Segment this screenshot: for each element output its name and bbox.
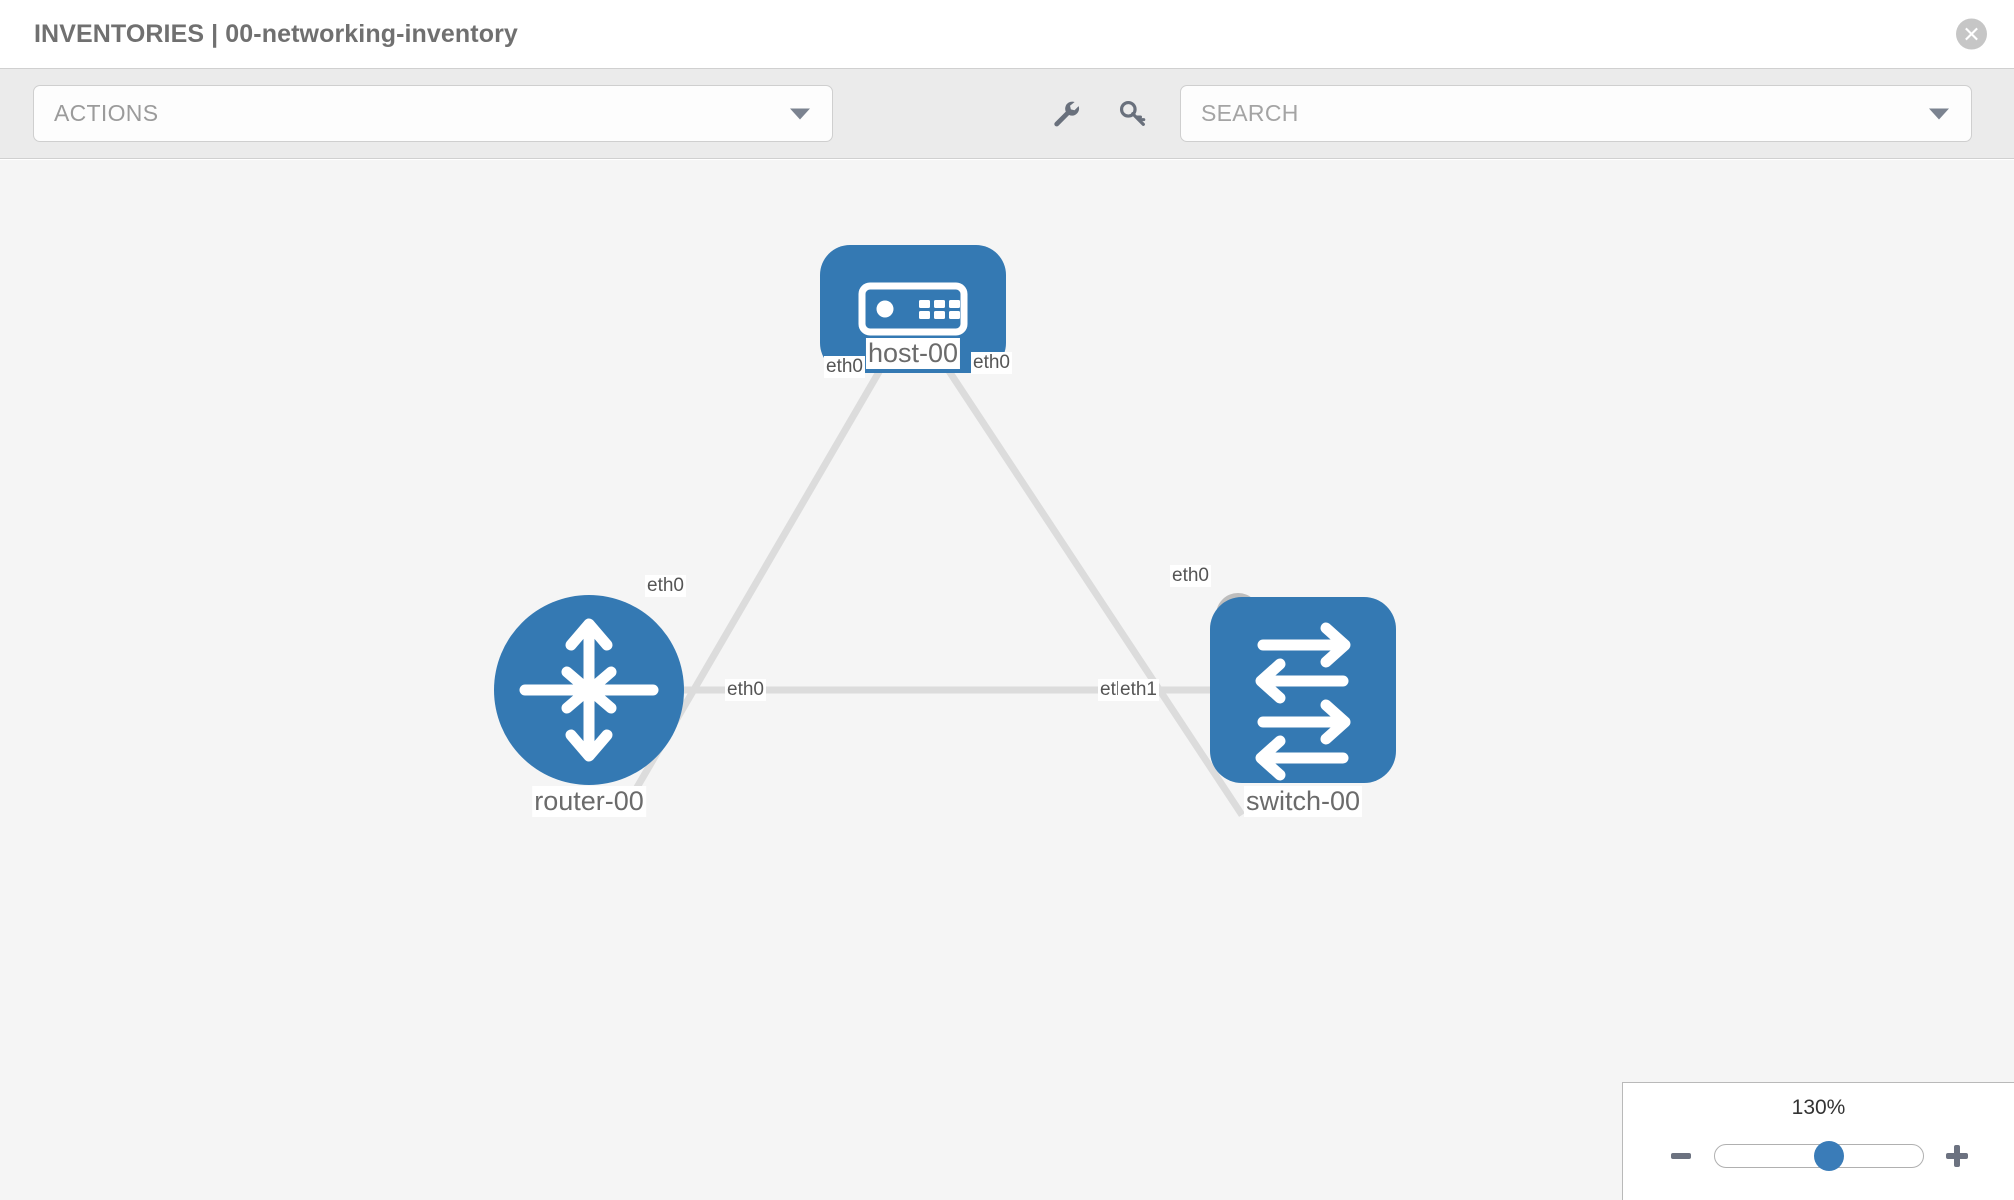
close-icon[interactable]	[1956, 18, 1987, 50]
minus-icon	[1671, 1153, 1691, 1159]
zoom-control-panel: 130%	[1622, 1082, 2014, 1200]
node-host-00[interactable]	[820, 245, 1006, 373]
zoom-control-row	[1623, 1135, 2014, 1177]
chevron-down-icon	[790, 108, 810, 119]
plus-icon	[1946, 1145, 1968, 1167]
node-switch-00[interactable]	[1210, 597, 1396, 783]
page-title: INVENTORIES | 00-networking-inventory	[34, 19, 518, 48]
node-router-00[interactable]	[494, 595, 684, 785]
topology-canvas[interactable]: host-00 router-00 switch-00 eth0 eth0 et…	[0, 160, 2014, 1200]
actions-dropdown[interactable]: ACTIONS	[33, 85, 833, 142]
zoom-level-value: 130%	[1791, 1096, 1846, 1119]
zoom-slider-thumb[interactable]	[1814, 1141, 1845, 1171]
edge-host-switch	[942, 363, 1245, 817]
search-placeholder: SEARCH	[1201, 100, 1299, 126]
wrench-icon[interactable]	[1046, 94, 1086, 134]
interface-connectors	[638, 323, 1260, 712]
zoom-out-button[interactable]	[1664, 1139, 1698, 1173]
toolbar: ACTIONS SEARCH	[0, 68, 2014, 159]
key-icon[interactable]	[1113, 94, 1153, 134]
topology-svg	[494, 245, 1396, 817]
actions-dropdown-label: ACTIONS	[54, 100, 159, 126]
page-header: INVENTORIES | 00-networking-inventory	[0, 0, 2014, 68]
zoom-in-button[interactable]	[1940, 1139, 1974, 1173]
search-input[interactable]: SEARCH	[1180, 85, 1972, 142]
zoom-slider[interactable]	[1714, 1141, 1924, 1171]
chevron-down-icon[interactable]	[1929, 108, 1949, 119]
